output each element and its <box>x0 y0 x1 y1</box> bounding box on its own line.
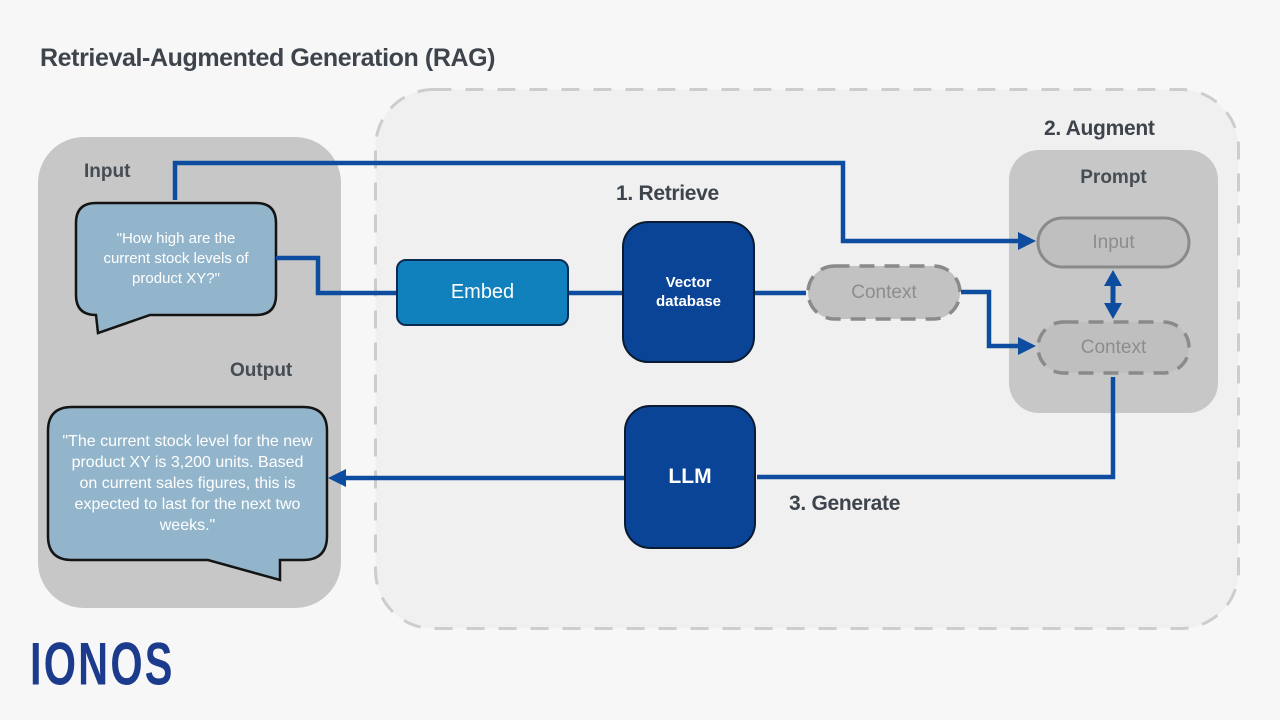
context-label: Context <box>851 281 917 303</box>
vector-database-label: Vector database <box>655 274 722 310</box>
prompt-input-label: Input <box>1092 231 1135 253</box>
output-bubble-text: "The current stock level for the new pro… <box>62 433 313 534</box>
step-generate-label: 3. Generate <box>789 492 901 515</box>
page-title: Retrieval-Augmented Generation (RAG) <box>40 44 496 72</box>
solid-pill-shape <box>1036 216 1191 269</box>
output-speech-bubble: "The current stock level for the new pro… <box>40 400 340 585</box>
step-augment-label: 2. Augment <box>1044 117 1155 140</box>
context-node: Context <box>806 264 962 321</box>
input-speech-bubble: "How high are the current stock levels o… <box>60 200 280 340</box>
input-label: Input <box>84 161 131 182</box>
speech-bubble-shape <box>46 405 329 582</box>
embed-label: Embed <box>450 281 515 303</box>
dashed-pill-shape <box>806 264 962 321</box>
prompt-context-label: Context <box>1080 336 1147 358</box>
vector-database-node: Vector database <box>622 221 755 363</box>
embed-node: Embed <box>396 259 569 326</box>
dashed-pill-shape <box>1036 320 1191 375</box>
prompt-context-oval: Context <box>1036 320 1191 375</box>
input-bubble-text: "How high are the current stock levels o… <box>103 230 249 287</box>
llm-label: LLM <box>668 465 712 488</box>
step-retrieve-label: 1. Retrieve <box>616 182 719 205</box>
prompt-input-oval: Input <box>1036 216 1191 269</box>
ionos-logo: IONOS <box>30 629 175 698</box>
output-label: Output <box>230 360 293 381</box>
llm-node: LLM <box>624 405 756 549</box>
prompt-label: Prompt <box>1080 167 1147 188</box>
